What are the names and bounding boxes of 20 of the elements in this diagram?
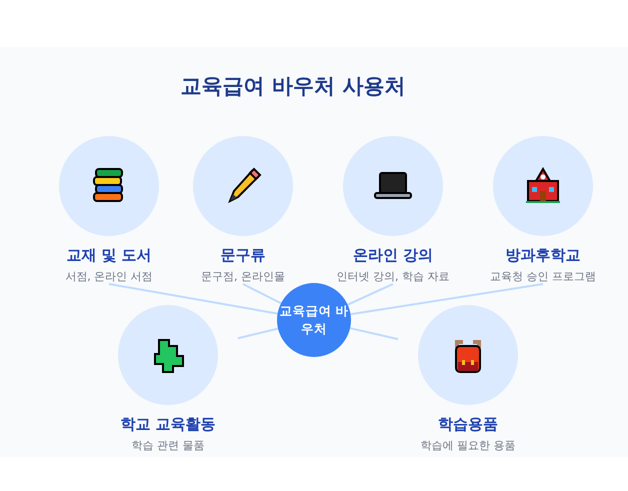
category-heading: 학교 교육활동 [120, 415, 216, 434]
connector-line [350, 327, 398, 340]
category-description: 학습에 필요한 용품 [420, 438, 516, 453]
connector-line [242, 283, 282, 304]
connector-line [108, 283, 278, 315]
category-heading: 방과후학교 [506, 246, 580, 265]
category-heading: 교재 및 도서 [66, 246, 152, 265]
category-description: 인터넷 강의, 학습 자료 [336, 269, 450, 284]
hub-label: 교육급여 바우처 [279, 302, 349, 338]
category-description: 문구점, 온라인몰 [201, 269, 285, 284]
title: 교육급여 바우처 사용처 [180, 73, 406, 100]
connector-line [347, 283, 394, 306]
category-description: 학습 관련 물품 [132, 438, 204, 453]
connector-line [238, 328, 278, 340]
category-description: 교육청 승인 프로그램 [490, 269, 596, 284]
connector-line [350, 283, 544, 316]
category-heading: 학습용품 [438, 415, 498, 434]
category-heading: 문구류 [220, 246, 266, 265]
category-heading: 온라인 강의 [352, 246, 434, 265]
category-description: 서점, 온라인 서점 [65, 269, 153, 284]
